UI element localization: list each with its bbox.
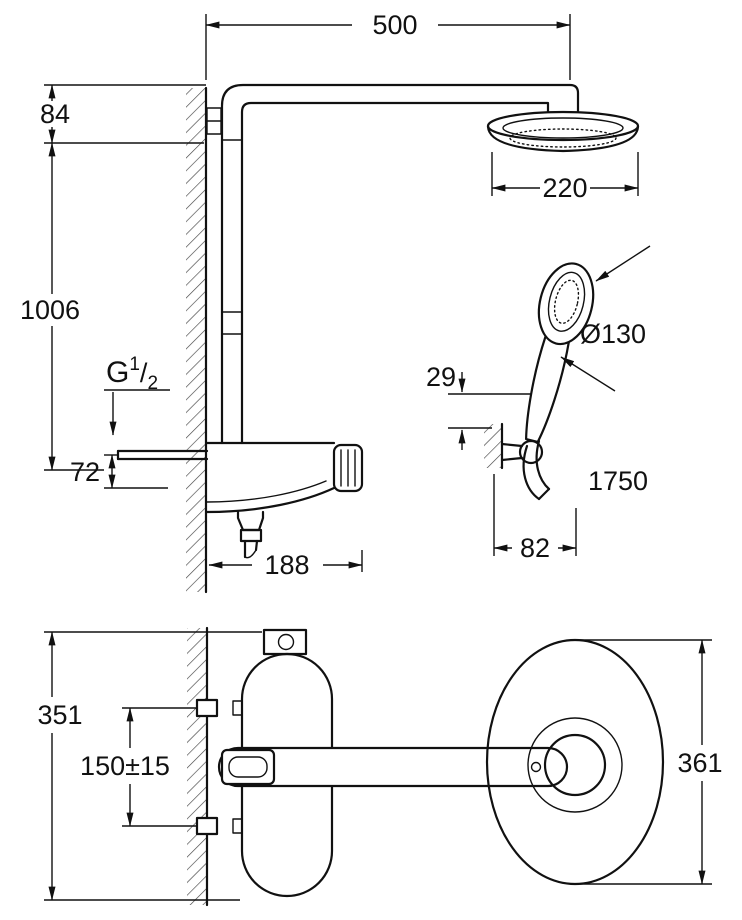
dim-361-label: 361	[677, 748, 722, 778]
dimension-72: 72	[70, 454, 168, 489]
dim-188-label: 188	[264, 550, 309, 580]
dim-72-label: 72	[70, 457, 100, 487]
dimension-361: 361	[580, 639, 723, 885]
elevation-view	[116, 83, 640, 594]
dim-thread-label: G1/2	[106, 354, 158, 394]
wall-section	[186, 86, 208, 594]
dim-220-label: 220	[542, 173, 587, 203]
dim-150-label: 150±15	[80, 751, 170, 781]
dim-351-label: 351	[37, 700, 82, 730]
dim-1750-label: 1750	[588, 466, 648, 496]
wall-section-plan	[187, 626, 209, 907]
dim-84-label: 84	[40, 99, 70, 129]
shower-head-plan	[485, 638, 665, 886]
shower-column	[206, 83, 580, 445]
shower-arm-plan	[217, 746, 569, 788]
shower-hose	[522, 439, 551, 501]
inlet-union-top	[195, 698, 219, 718]
arm-screw	[530, 761, 542, 773]
plan-view	[187, 626, 665, 907]
dimension-351: 351	[37, 631, 262, 901]
dimension-thread: G1/2	[104, 354, 170, 436]
control-knob	[332, 443, 364, 493]
rain-shower-head	[486, 110, 640, 153]
hand-shower	[524, 262, 595, 444]
inlet-union-bottom	[195, 816, 219, 836]
hand-shower-holder	[484, 422, 544, 470]
dimension-1006: 1006	[20, 142, 104, 471]
dimension-1750: 1750	[588, 466, 648, 496]
dim-29-label: 29	[426, 362, 456, 392]
dim-500-label: 500	[372, 10, 417, 40]
dimension-84: 84	[40, 84, 206, 144]
dim-82-label: 82	[520, 533, 550, 563]
thermostat-valve	[116, 441, 364, 559]
dim-1006-label: 1006	[20, 295, 80, 325]
dimension-dia130: Ø130	[560, 245, 651, 392]
hose-port	[236, 510, 265, 559]
dimension-500: 500	[205, 10, 571, 80]
dimension-188: 188	[208, 550, 363, 580]
dimension-29: 29	[426, 362, 532, 450]
dimension-150: 150±15	[80, 707, 196, 827]
dimensions: 500 84 1006 220 Ø130	[20, 10, 723, 901]
dim-dia130-label: Ø130	[580, 319, 646, 349]
dimension-82: 82	[493, 474, 577, 563]
dimension-220: 220	[491, 152, 639, 203]
